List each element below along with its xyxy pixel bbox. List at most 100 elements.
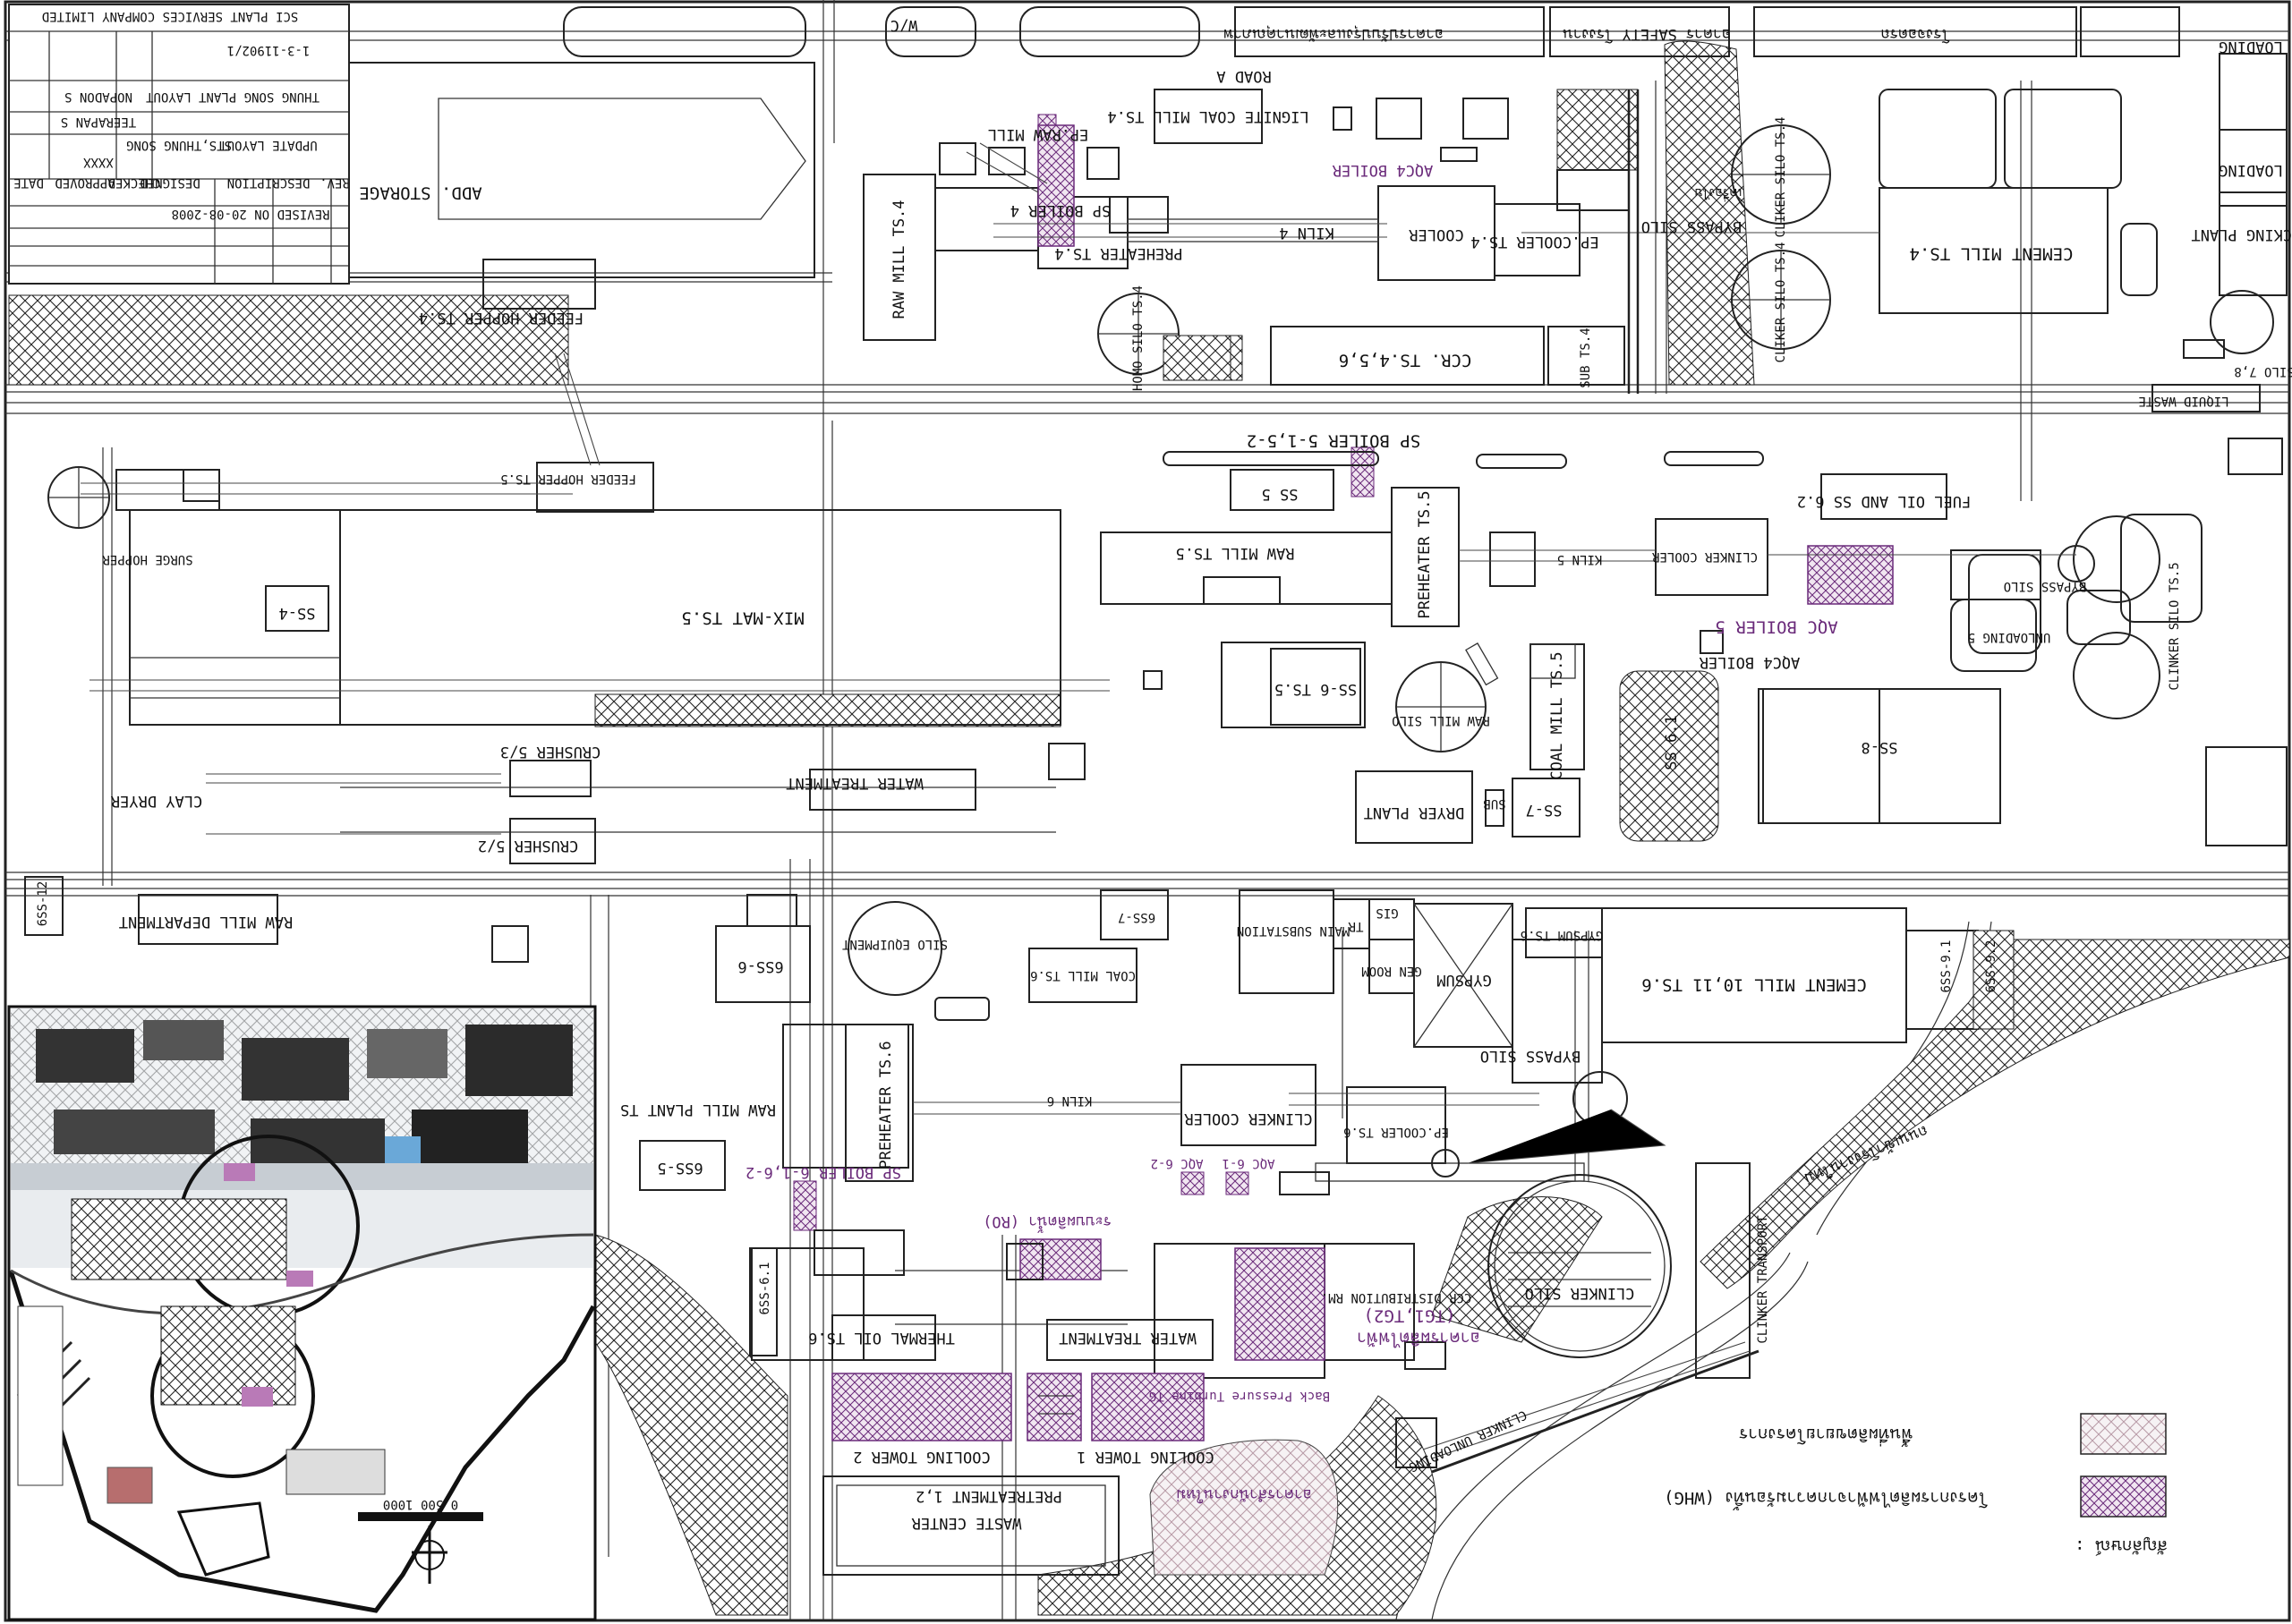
- label-liquid-waste: LIQUID WASTE: [2138, 394, 2228, 408]
- label-ep-cooler-ts4: EP.COOLER TS.4: [1470, 233, 1598, 251]
- label-ep-raw-mill: EP.RAW MILL: [988, 125, 1089, 143]
- label-feeder-hopper-ts4: FEEDER HOPPER TS.4: [419, 309, 584, 327]
- label-clay-dryer: CLAY DRYER: [110, 792, 202, 810]
- tb-col-rev: REV.: [320, 175, 350, 190]
- label-main-substation: MAIN SUBSTATION: [1237, 923, 1350, 938]
- label-loading2: LOADING: [2219, 161, 2283, 179]
- label-ccr-distribution: CCR DISTRIBUTION RM.: [1321, 1290, 1472, 1305]
- label-gen-room: GEN ROOM: [1361, 964, 1421, 978]
- label-thai-bypass: เครื่องไบ: [1695, 185, 1742, 201]
- label-add-storage: ADD. STORAGE: [359, 183, 481, 203]
- tb-company: SCI PLANT SERVICES COMPANY LIMITED: [42, 9, 299, 23]
- label-crusher52: CRUSHER 5/2: [478, 837, 579, 855]
- tb-col-date: DATE: [13, 175, 44, 190]
- label-ro: ระบบผลิตน้ำ (RO): [983, 1212, 1112, 1233]
- label-dryer-plant: DRYER PLANT: [1364, 803, 1465, 821]
- label-raw-mill-dept: RAW MILL DEPARTMENT: [119, 913, 293, 931]
- label-sp-boiler6: SP BOILER 6-1,6-2: [746, 1163, 901, 1181]
- label-thai-top3: โรงจอดรถ: [1880, 25, 1949, 44]
- tb-col-designed: DESIGNED: [140, 175, 200, 190]
- label-sub: SUB: [1483, 796, 1505, 811]
- label-packing-plant: PACKING PLANT: [2191, 225, 2292, 243]
- label-water-treatment-top: WATER TREATMENT: [786, 774, 924, 792]
- label-silo78: SILO 7,8: [2234, 364, 2292, 378]
- tb-column-headers: REV.DESCRIPTIONDESIGNEDCHECKEDAPPROVEDDA…: [13, 175, 350, 190]
- label-clinker-cooler5: CLINKER COOLER: [1651, 549, 1758, 564]
- label-aqc-boiler5: AQC BOILER 5: [1715, 617, 1837, 637]
- label-loading1: LOADING: [2219, 38, 2283, 55]
- label-preheater-ts6: PREHEATER TS.6: [877, 1041, 895, 1169]
- label-tr: TR: [1348, 919, 1363, 933]
- label-mix-mat: MIX-MAT TS.5: [681, 608, 804, 628]
- legend-swatch-ext: [2080, 1413, 2167, 1455]
- label-sub-ts4: SUB TS.4: [1579, 327, 1593, 387]
- tb-plant: STS,THUNG SONG: [126, 138, 232, 152]
- tb-drawn: XXXX: [83, 155, 114, 169]
- label-wc: W/C: [890, 16, 918, 34]
- label-gypsum-ts6: GYPSUM TS.6: [1521, 928, 1604, 942]
- tb-project: THUNG SONG PLANT LAYOUT: [146, 89, 320, 104]
- label-thai-top1: อาคารปรับปรุงและพัฒนาคุณภาพ: [1223, 25, 1444, 43]
- label-ss7-6: 6SS-7: [1118, 910, 1155, 924]
- label-sp-boiler5: SP BOILER 5-1,5-2: [1247, 431, 1420, 451]
- label-fuel-oil-ss62: FUEL OIL AND SS 6.2: [1797, 492, 1971, 510]
- label-clinker-silo-ts4b: CLIKER SILO TS.4: [1774, 242, 1788, 363]
- tb-approved: NOPADON S: [64, 89, 132, 104]
- label-lignite-coal-mill: LIGNITE COAL MILL TS.4: [1107, 107, 1308, 125]
- label-clinker-silo-ts4a: CLIKER SILO TS.4: [1774, 117, 1788, 238]
- label-unloading5: UNLOADING 5: [1968, 630, 2051, 644]
- label-clinker-silo-big: CLINKER SILO: [1525, 1284, 1635, 1302]
- label-raw-mill-silo: RAW MILL SILO: [1392, 713, 1490, 727]
- label-aqc61: AQC 6-1: [1222, 1156, 1274, 1170]
- label-ss61-6: 6SS-6.1: [758, 1262, 772, 1314]
- label-thai-top2: อาคาร SAFETY โรงงาน: [1563, 25, 1731, 44]
- label-waste-center: WASTE CENTER: [911, 1514, 1022, 1532]
- scale-bar-label: 0 500 1000: [383, 1497, 458, 1511]
- label-aqc4-boiler: AQC4 BOILER: [1332, 161, 1433, 179]
- tb-update: UPDATE LAYOUT: [219, 138, 318, 152]
- title-block: SCI PLANT SERVICES COMPANY LIMITED 1-3-1…: [8, 4, 350, 285]
- label-cement-mill-1011: CEMENT MILL 10,11 TS.6: [1641, 975, 1867, 995]
- label-ss91: 6SS-9.1: [1939, 940, 1954, 992]
- tb-col-checked: CHECKED: [107, 175, 160, 190]
- label-ss92: 6SS-9.2: [1984, 940, 1998, 992]
- legend-swatch-whg: [2080, 1475, 2167, 1518]
- label-gis: GIS: [1376, 906, 1398, 920]
- ts6-area: [24, 876, 2015, 1231]
- label-tg: (TG1,TG2): [1364, 1306, 1456, 1326]
- label-ss8: SS-8: [1862, 738, 1898, 756]
- label-ss5-6: 6SS-5: [657, 1159, 703, 1177]
- label-raw-mill-ts5: RAW MILL TS.5: [1175, 544, 1294, 562]
- label-cooling-tower1: COOLING TOWER 1: [1077, 1448, 1214, 1466]
- label-feeder-hopper-ts5: FEEDER HOPPER TS.5: [500, 472, 636, 486]
- tb-checked: TEERAPAN S: [61, 115, 136, 129]
- label-coal-mill-ts6: COAL MILL TS.6: [1030, 968, 1136, 982]
- label-bypass-silo-top: BYPASS SILO: [1641, 217, 1742, 235]
- label-back-pressure: Back Pressure Turbine TG: [1149, 1389, 1330, 1403]
- inset-minimap: 0 500 1000: [7, 1005, 597, 1621]
- label-aqc62: AQC 6-2: [1150, 1156, 1203, 1170]
- label-clinker-transport: CLINKER TRANSPORT: [1756, 1215, 1770, 1344]
- label-thermal-oil: THERMAL OIL TS.6: [808, 1329, 955, 1347]
- label-aqc4-boiler-b: AQC4 BOILER: [1699, 653, 1800, 671]
- legend-label-ext: พื้นที่ผลิตขยายโครงการ: [1739, 1424, 1913, 1447]
- label-new-bldg: อาคารสำนักงานใหม่: [1176, 1485, 1312, 1504]
- label-ss5: SS 5: [1262, 485, 1299, 503]
- label-ss6-6: 6SS-6: [737, 957, 783, 975]
- label-ss12: 6SS-12: [36, 881, 50, 927]
- label-clinker-cooler6: CLINKER COOLER: [1184, 1110, 1313, 1127]
- legend: พื้นที่ผลิตขยายโครงการ โครงการผลิตไฟฟ้าจ…: [1664, 1413, 2168, 1556]
- label-ccr-ts456: CCR. TS.4,5,6: [1339, 351, 1472, 370]
- label-ss7: SS-7: [1526, 801, 1563, 819]
- label-bypass-silo6: BYPASS SILO: [1480, 1047, 1581, 1065]
- ts4-area: [348, 53, 2288, 412]
- label-preheater-ts4: PREHEATER TS.4: [1054, 244, 1182, 262]
- label-cement-mill-ts4: CEMENT MILL TS.4: [1909, 244, 2073, 264]
- label-ss61: SS 6.1: [1663, 715, 1681, 769]
- tb-col-description: DESCRIPTION: [227, 175, 311, 190]
- tb-revision: REVISED ON 20-08-2008: [171, 207, 329, 221]
- label-ss6-ts5: SS-6 TS.5: [1274, 680, 1357, 698]
- label-bypass-silo5: BYPASS SILO: [2004, 579, 2087, 593]
- label-sp-boiler4: SP BOILER 4: [1010, 201, 1112, 219]
